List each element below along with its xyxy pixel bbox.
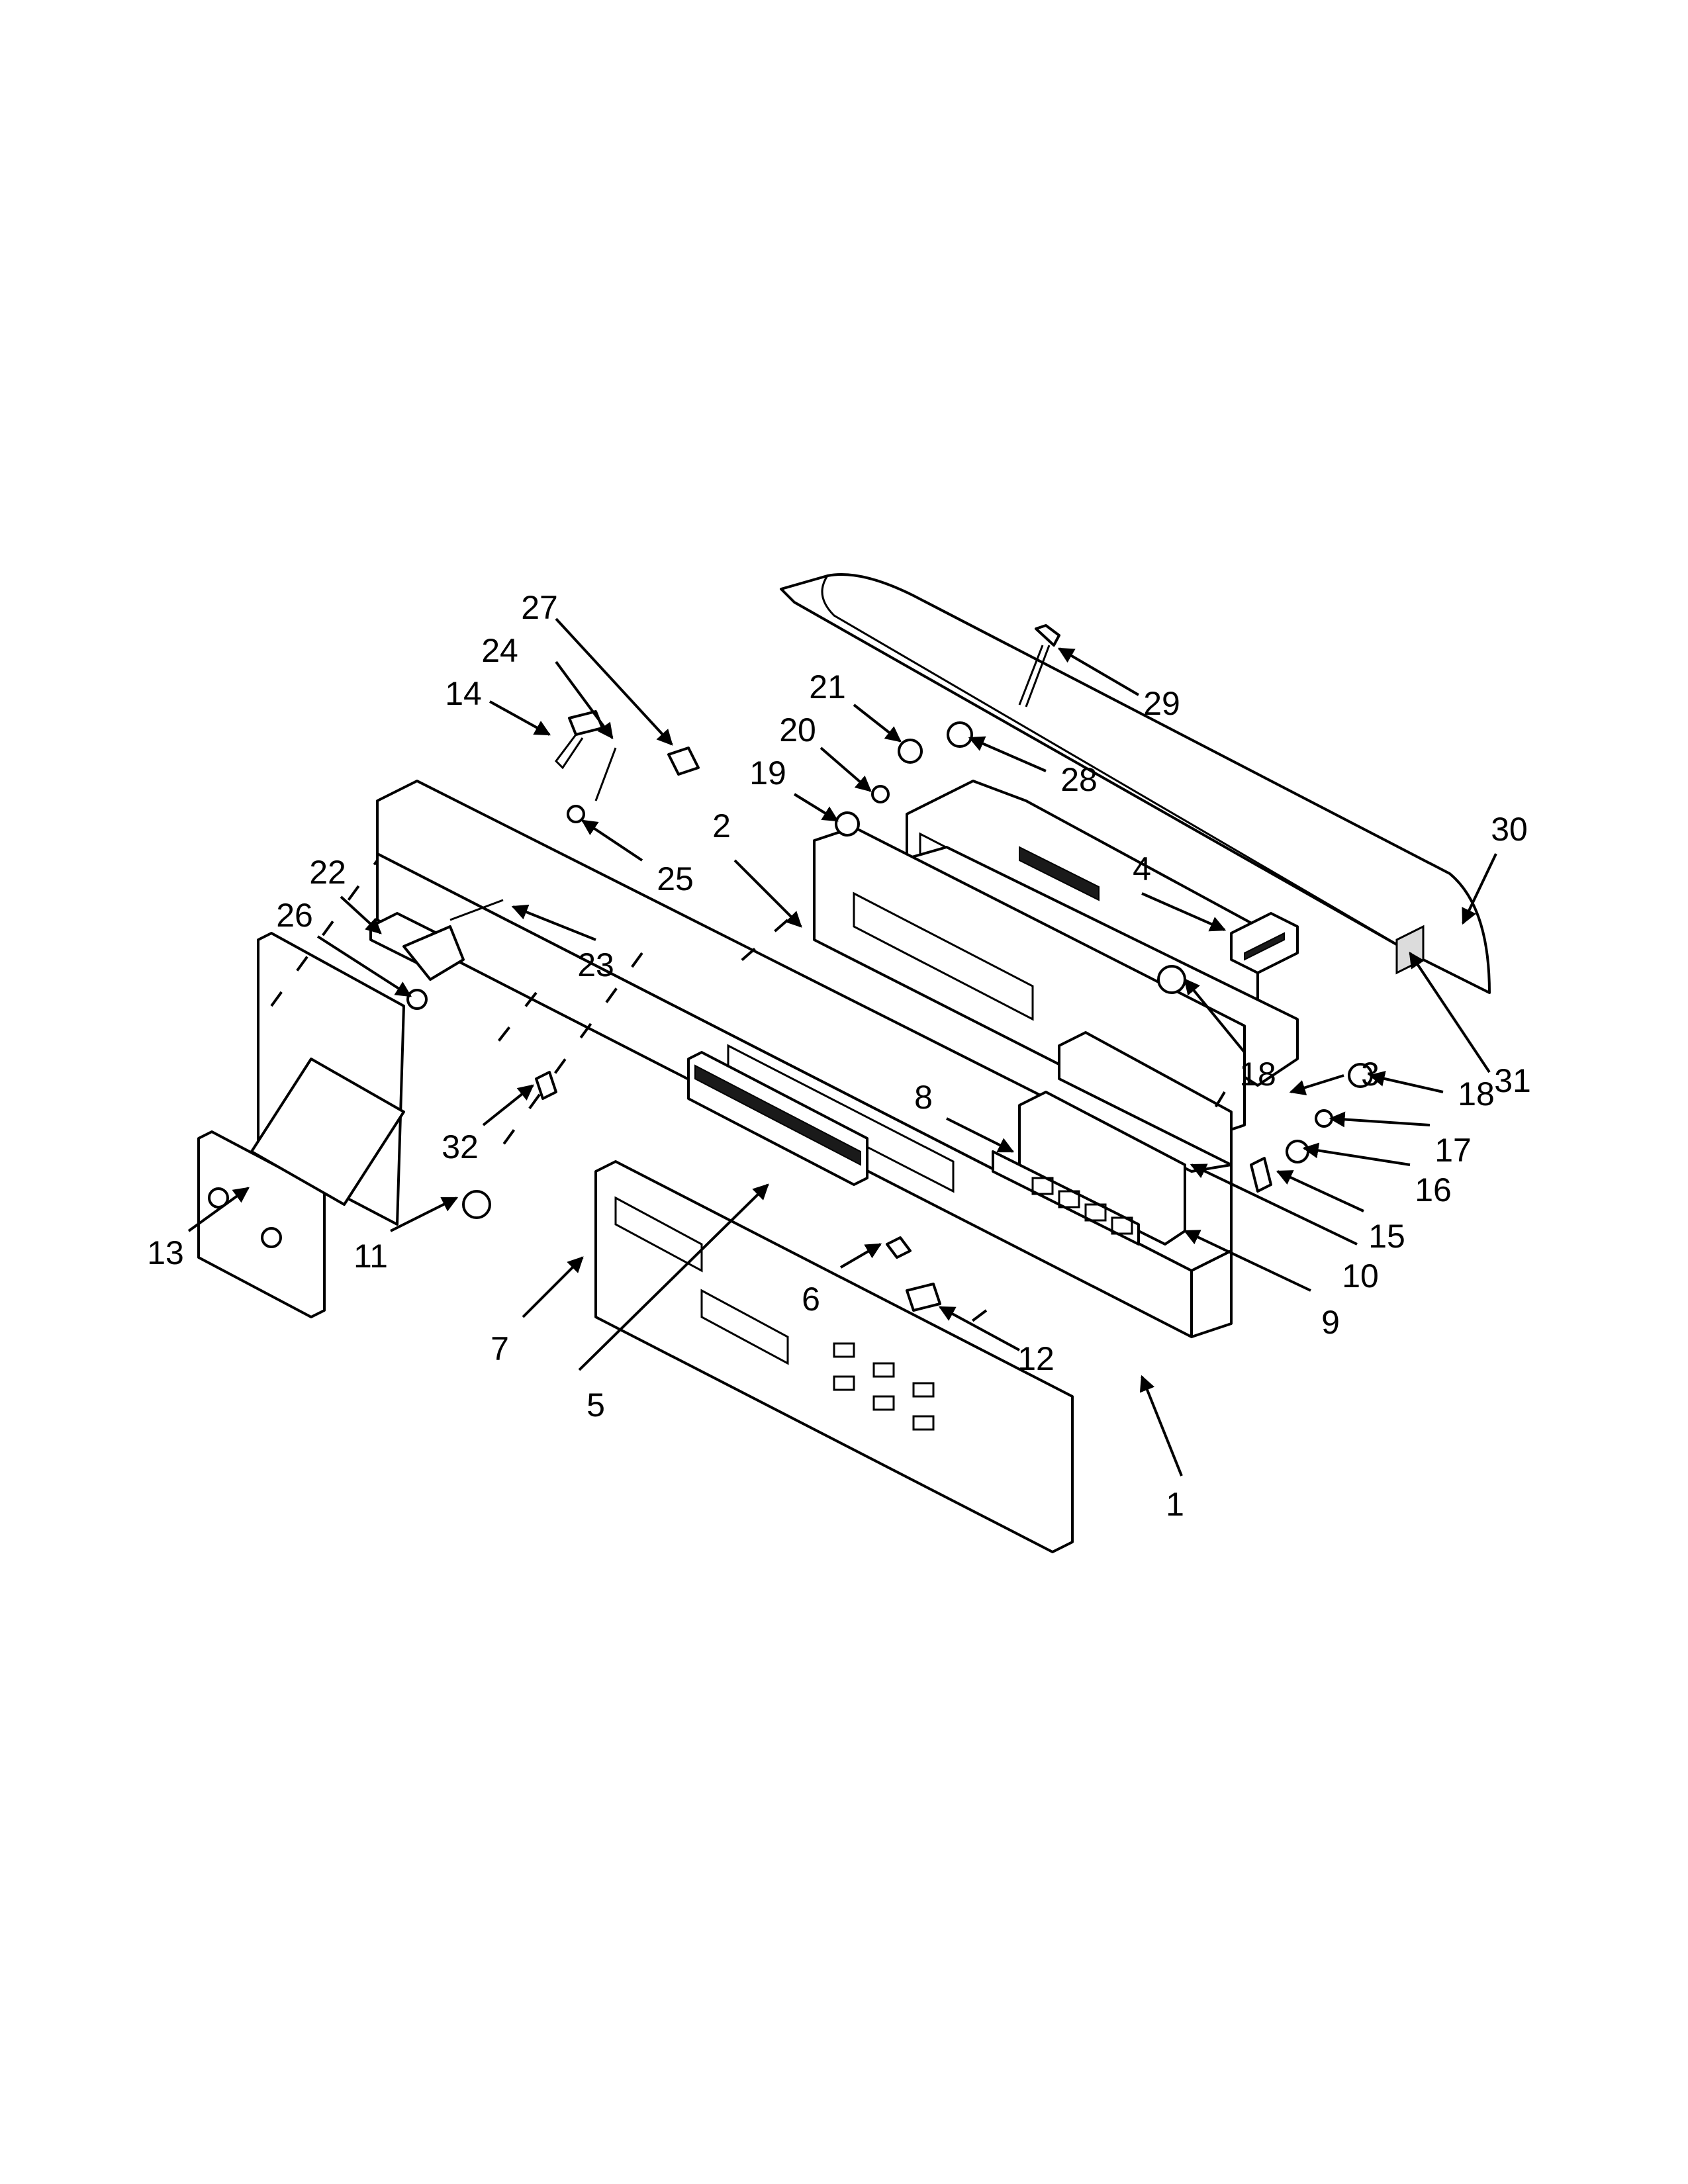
callout-26: 26 [276, 897, 313, 934]
leader-lines [187, 617, 1497, 1477]
part-25-washer [567, 805, 585, 823]
part-10-board-frame [1058, 1031, 1233, 1166]
part-20-washer [871, 785, 890, 803]
callout-4: 4 [1133, 850, 1151, 887]
callout-10: 10 [1342, 1257, 1379, 1295]
part-17-washer [1315, 1109, 1333, 1128]
callout-7: 7 [491, 1330, 509, 1367]
part-32-clip [535, 1071, 557, 1100]
callout-18-lower: 18 [1458, 1075, 1495, 1113]
callout-3: 3 [1361, 1056, 1380, 1093]
callout-32: 32 [442, 1128, 479, 1165]
callout-2: 2 [712, 807, 731, 844]
callout-12: 12 [1017, 1340, 1055, 1377]
part-6-plug [886, 1236, 912, 1259]
callout-30: 30 [1491, 811, 1528, 848]
callout-31: 31 [1494, 1062, 1531, 1099]
callout-27: 27 [521, 589, 558, 626]
callout-23: 23 [577, 946, 614, 983]
part-28-grommet [947, 721, 973, 748]
callout-19: 19 [749, 754, 786, 792]
callout-14: 14 [445, 675, 482, 712]
part-21-nut [898, 739, 923, 764]
callout-21: 21 [809, 668, 846, 705]
part-15-clip [1250, 1157, 1272, 1193]
part-29-screw [1018, 624, 1060, 707]
assembly-lines [270, 859, 1226, 1332]
part-13-knob-bracket [197, 932, 405, 1318]
part-8-keypad [992, 1150, 1140, 1246]
callout-17: 17 [1434, 1132, 1472, 1169]
callout-20: 20 [779, 711, 816, 749]
callout-29: 29 [1143, 685, 1180, 722]
callout-25: 25 [657, 860, 694, 897]
callout-5: 5 [586, 1387, 605, 1424]
callout-16: 16 [1415, 1171, 1452, 1208]
part-26-nut [406, 989, 428, 1010]
callout-1: 1 [1166, 1486, 1184, 1523]
callout-15: 15 [1368, 1218, 1405, 1255]
part-16-washer [1286, 1140, 1309, 1163]
callout-6: 6 [802, 1281, 820, 1318]
part-30-top-trim [780, 573, 1491, 994]
callout-18-upper: 18 [1239, 1056, 1276, 1093]
part-12-screw [906, 1283, 941, 1312]
callout-22: 22 [309, 854, 346, 891]
part-5-window-lens [687, 1051, 868, 1186]
part-23-pin [449, 899, 504, 921]
callout-8: 8 [914, 1079, 933, 1116]
part-14-screw [555, 710, 604, 770]
part-19-washer [835, 811, 860, 837]
callout-13: 13 [147, 1234, 184, 1271]
part-27-clip [667, 747, 700, 776]
part-11-fastener [462, 1190, 491, 1219]
part-7-front-overlay [594, 1160, 1074, 1553]
callout-9: 9 [1321, 1304, 1340, 1341]
callout-labels: 1 2 3 4 5 6 7 8 9 10 11 12 13 14 15 16 1… [147, 589, 1531, 1523]
part-4-connector [1230, 912, 1299, 974]
callout-24: 24 [481, 632, 518, 669]
part-22-latch [369, 912, 465, 981]
callout-28: 28 [1060, 761, 1098, 798]
part-18-nut-upper [1157, 965, 1186, 994]
part-24-wire [594, 747, 617, 801]
callout-11: 11 [353, 1238, 388, 1275]
